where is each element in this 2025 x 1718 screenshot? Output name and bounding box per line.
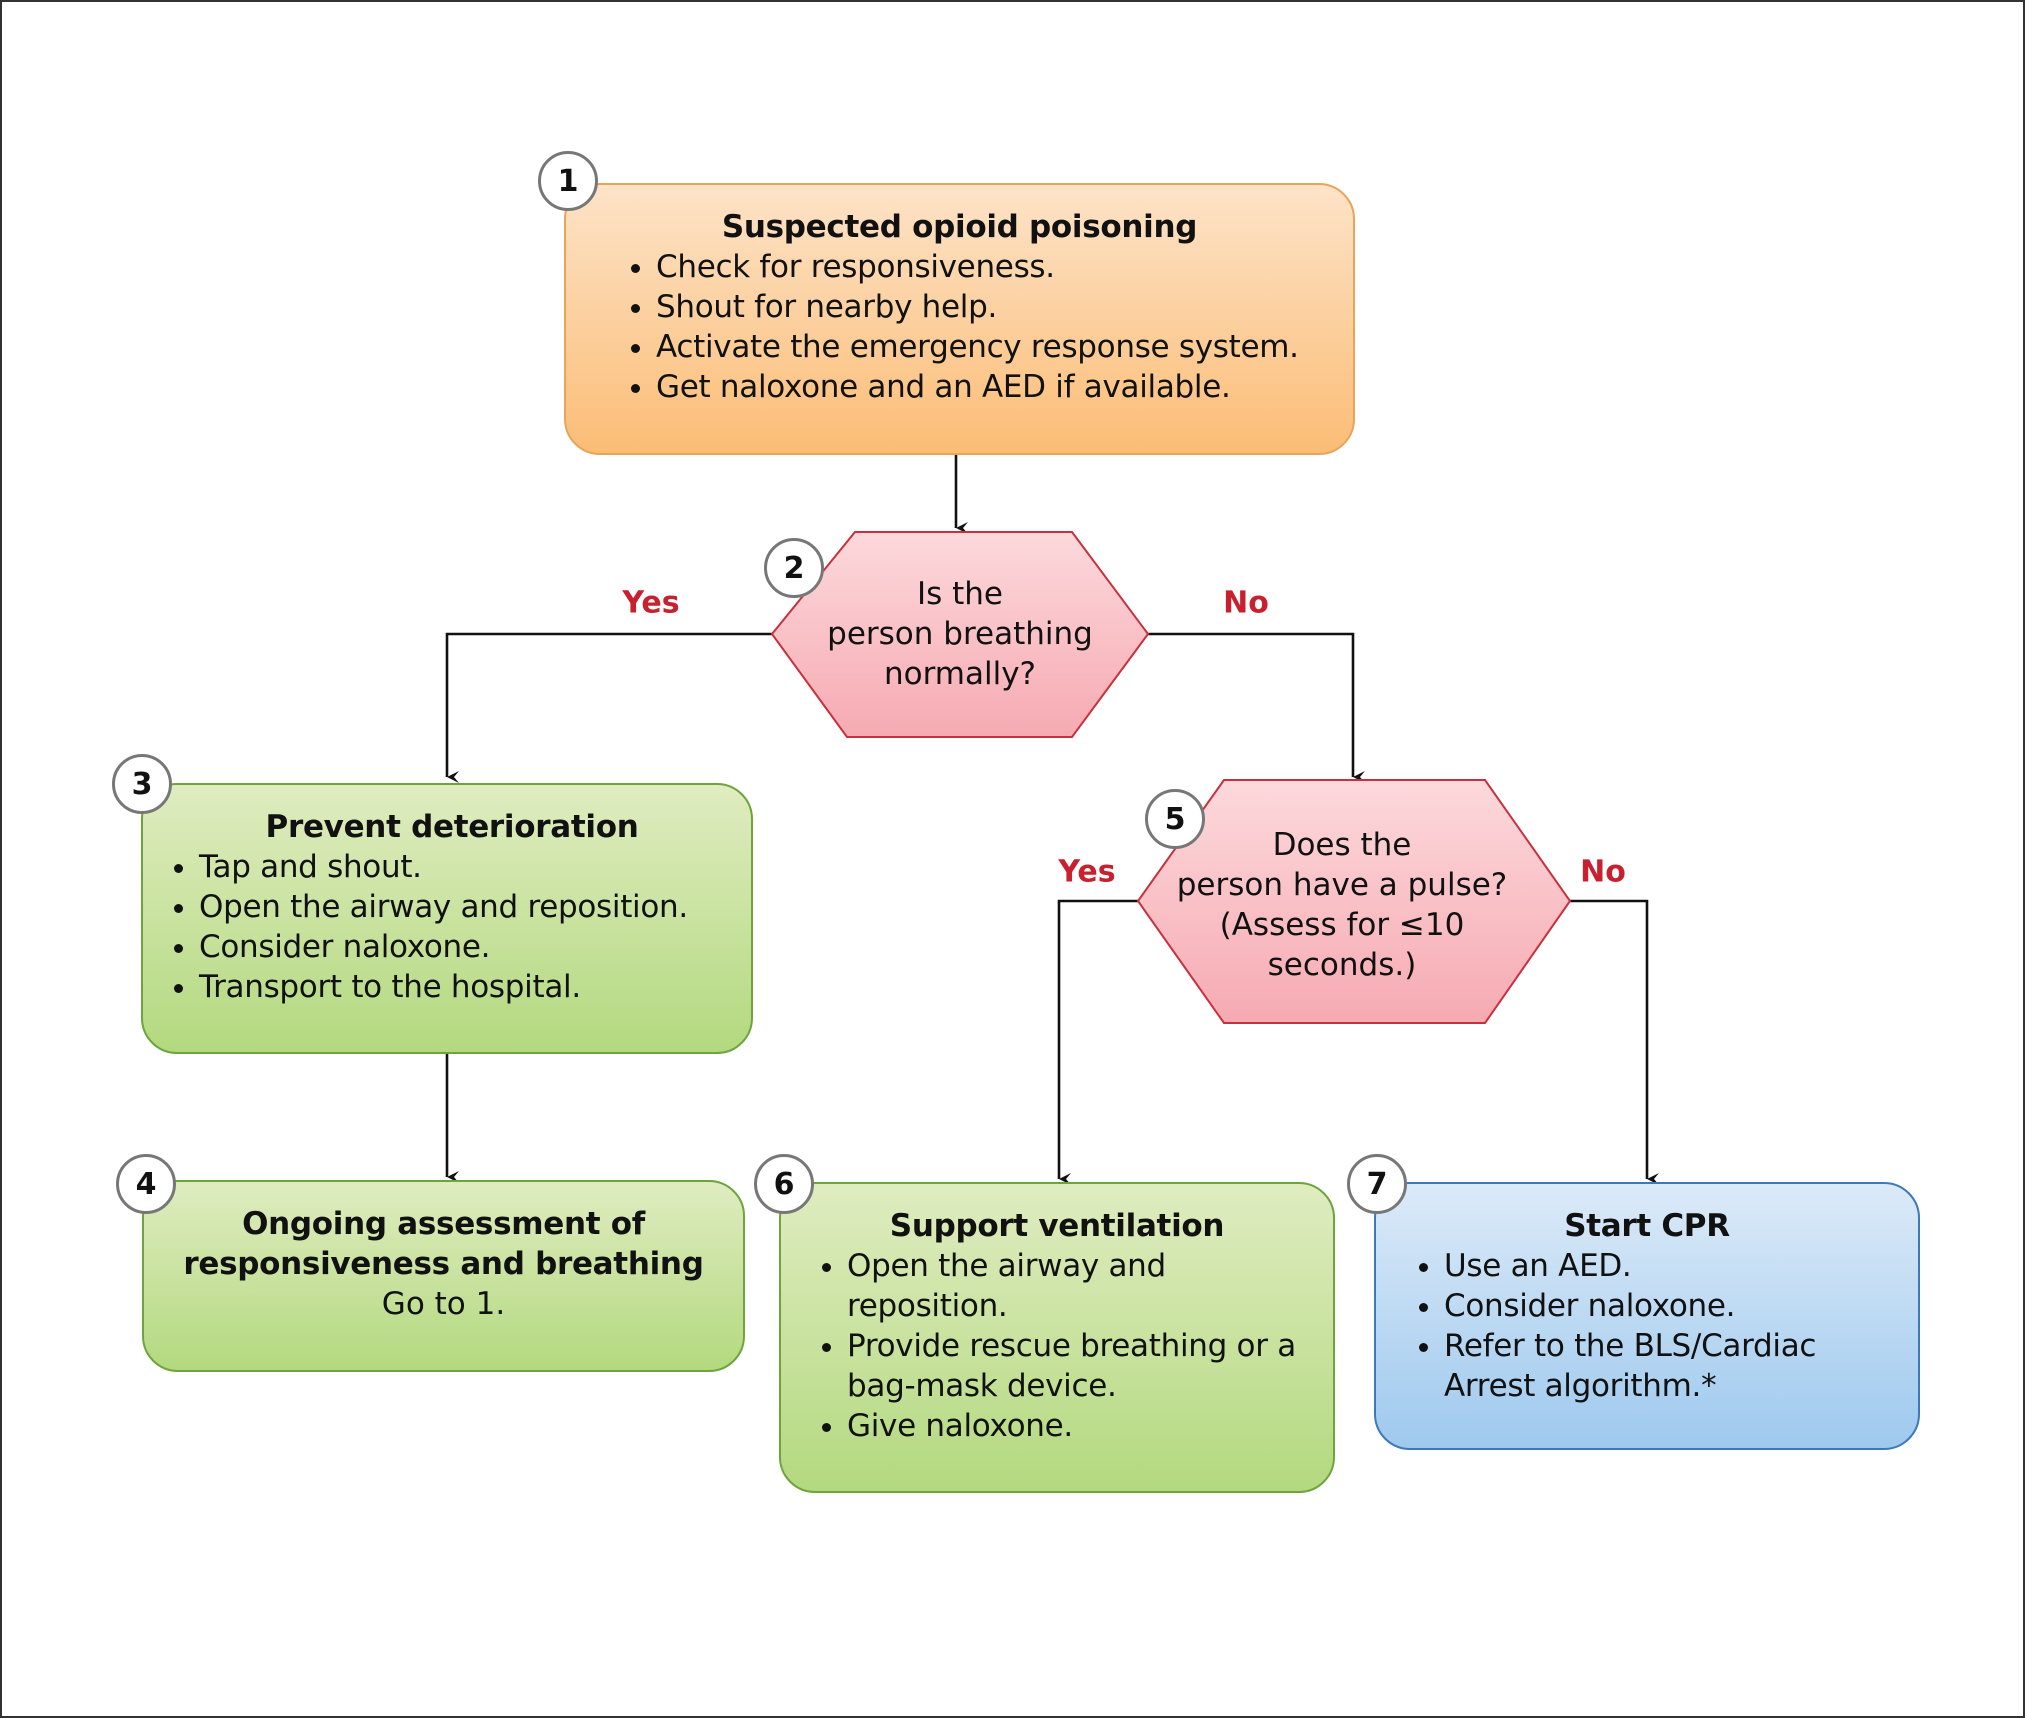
question-line: Is the	[916, 576, 1004, 612]
step-1-list: Check for responsiveness. Shout for near…	[600, 247, 1353, 407]
question-line: person breathing	[827, 616, 1093, 652]
list-item: Shout for nearby help.	[656, 287, 1353, 327]
step-number-6: 6	[754, 1154, 814, 1214]
connector-2-no-to-5	[1148, 632, 1365, 783]
connector-2-yes-to-3	[445, 632, 772, 783]
step-number-1: 1	[538, 151, 598, 211]
list-item: Check for responsiveness.	[656, 247, 1353, 287]
list-item: Give naloxone.	[847, 1406, 1313, 1446]
list-item: Open the airway and reposition.	[847, 1246, 1167, 1326]
list-item: Tap and shout.	[199, 847, 751, 887]
step-7-title: Start CPR	[1564, 1208, 1730, 1244]
connector-5-yes-to-6	[1057, 899, 1138, 1185]
list-item: Provide rescue breathing or a bag-mask d…	[847, 1326, 1313, 1406]
step-6-box: Support ventilation Open the airway and …	[779, 1182, 1335, 1493]
question-line: Does the	[1272, 827, 1412, 863]
decision-2-shape	[770, 531, 1150, 738]
list-item: Transport to the hospital.	[199, 967, 751, 1007]
step-3-title: Prevent deterioration	[265, 809, 639, 845]
decision-5-question: Does the person have a pulse? (Assess fo…	[1177, 825, 1508, 985]
step-6-title: Support ventilation	[889, 1208, 1225, 1244]
list-item: Get naloxone and an AED if available.	[656, 367, 1353, 407]
step-1-title: Suspected opioid poisoning	[721, 209, 1198, 245]
step-3-box: Prevent deterioration Tap and shout. Ope…	[141, 783, 753, 1054]
decision-2-question: Is the person breathing normally?	[827, 574, 1093, 694]
step-number-3: 3	[112, 754, 172, 814]
list-item: Consider naloxone.	[1444, 1286, 1888, 1326]
step-7-box: Start CPR Use an AED. Consider naloxone.…	[1374, 1182, 1920, 1450]
step-3-list: Tap and shout. Open the airway and repos…	[153, 847, 751, 1007]
step-number-2: 2	[764, 538, 824, 598]
list-item: Refer to the BLS/Cardiac Arrest algorith…	[1444, 1326, 1888, 1406]
list-item: Open the airway and reposition.	[199, 887, 751, 927]
list-item: Use an AED.	[1444, 1246, 1888, 1286]
decision-5-yes-label: Yes	[1058, 854, 1116, 890]
step-number-4: 4	[116, 1154, 176, 1214]
step-number-7: 7	[1347, 1154, 1407, 1214]
decision-5-no-label: No	[1580, 854, 1626, 890]
decision-2-yes-label: Yes	[622, 585, 680, 621]
question-line: normally?	[883, 656, 1037, 692]
decision-2-no-label: No	[1223, 585, 1269, 621]
list-item: Consider naloxone.	[199, 927, 751, 967]
decision-5-shape	[1136, 779, 1572, 1024]
step-4-text: Go to 1.	[381, 1286, 506, 1322]
question-line: (Assess for ≤10	[1219, 907, 1465, 943]
step-number-5: 5	[1145, 789, 1205, 849]
step-4-title-line-1: Ongoing assessment of	[242, 1206, 645, 1242]
step-1-box: Suspected opioid poisoning Check for res…	[564, 183, 1355, 455]
list-item: Activate the emergency response system.	[656, 327, 1353, 367]
step-4-box: Ongoing assessment of responsiveness and…	[142, 1180, 745, 1372]
step-4-title-line-2: responsiveness and breathing	[183, 1246, 704, 1282]
step-7-list: Use an AED. Consider naloxone. Refer to …	[1376, 1246, 1888, 1406]
question-line: person have a pulse?	[1176, 867, 1508, 903]
step-6-list: Open the airway and reposition. Provide …	[781, 1246, 1313, 1446]
connector-5-no-to-7	[1570, 899, 1659, 1185]
question-line: seconds.)	[1267, 947, 1417, 983]
